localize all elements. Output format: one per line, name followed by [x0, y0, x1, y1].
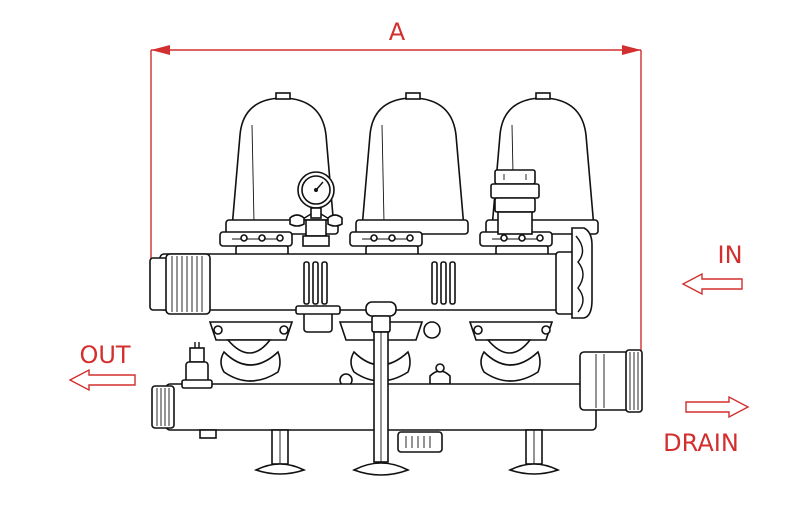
outlet-label: OUT	[79, 341, 130, 369]
pressure-gauge-icon	[289, 171, 343, 247]
outlet-valve-icon	[181, 342, 213, 389]
support-legs	[253, 429, 561, 476]
control-valve	[490, 169, 540, 235]
inlet-label: IN	[717, 241, 742, 269]
outlet-arrow-icon	[68, 368, 136, 392]
inlet-arrow-icon	[681, 272, 743, 296]
upper-manifold	[149, 227, 593, 319]
drain-arrow-icon	[685, 395, 750, 419]
drain-label: DRAIN	[663, 429, 739, 457]
dimension-a: A	[150, 18, 642, 360]
center-drain-column	[365, 301, 443, 463]
dimension-label: A	[389, 18, 406, 46]
filter-unit-2	[349, 92, 469, 257]
